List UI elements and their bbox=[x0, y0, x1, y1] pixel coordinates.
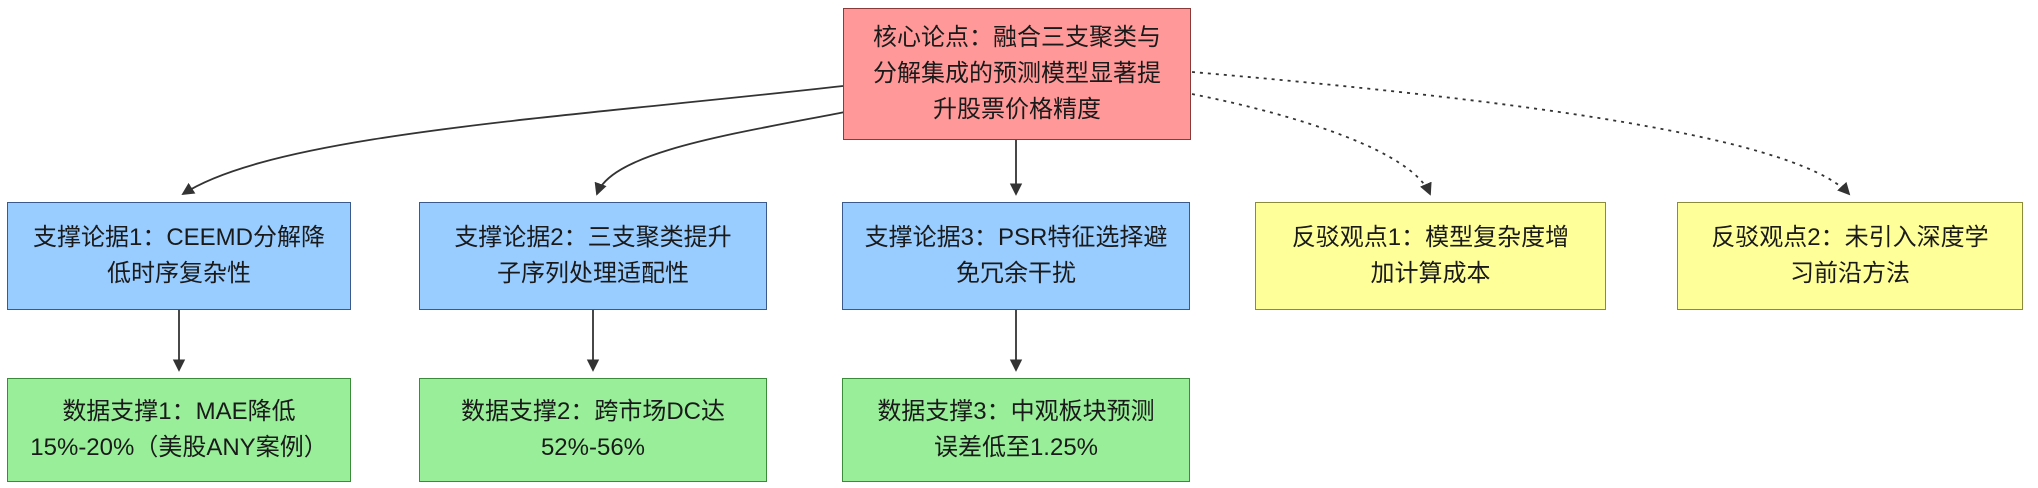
node-rebuttal-1: 反驳观点1：模型复杂度增 加计算成本 bbox=[1255, 202, 1606, 310]
edge-root-rebuttal2 bbox=[1191, 71, 1851, 196]
edge-root-support2 bbox=[594, 111, 846, 196]
node-support-2: 支撑论据2：三支聚类提升 子序列处理适配性 bbox=[419, 202, 767, 310]
edge-root-rebuttal1 bbox=[1191, 93, 1432, 196]
edge-root-support1 bbox=[181, 85, 844, 196]
node-data-support-1: 数据支撑1：MAE降低 15%-20%（美股ANY案例） bbox=[7, 378, 351, 482]
node-data-support-3: 数据支撑3：中观板块预测 误差低至1.25% bbox=[842, 378, 1190, 482]
node-data-support-2: 数据支撑2：跨市场DC达 52%-56% bbox=[419, 378, 767, 482]
node-support-3: 支撑论据3：PSR特征选择避 免冗余干扰 bbox=[842, 202, 1190, 310]
node-support-1: 支撑论据1：CEEMD分解降 低时序复杂性 bbox=[7, 202, 351, 310]
node-core-thesis: 核心论点：融合三支聚类与 分解集成的预测模型显著提 升股票价格精度 bbox=[843, 8, 1191, 140]
node-rebuttal-2: 反驳观点2：未引入深度学 习前沿方法 bbox=[1677, 202, 2023, 310]
